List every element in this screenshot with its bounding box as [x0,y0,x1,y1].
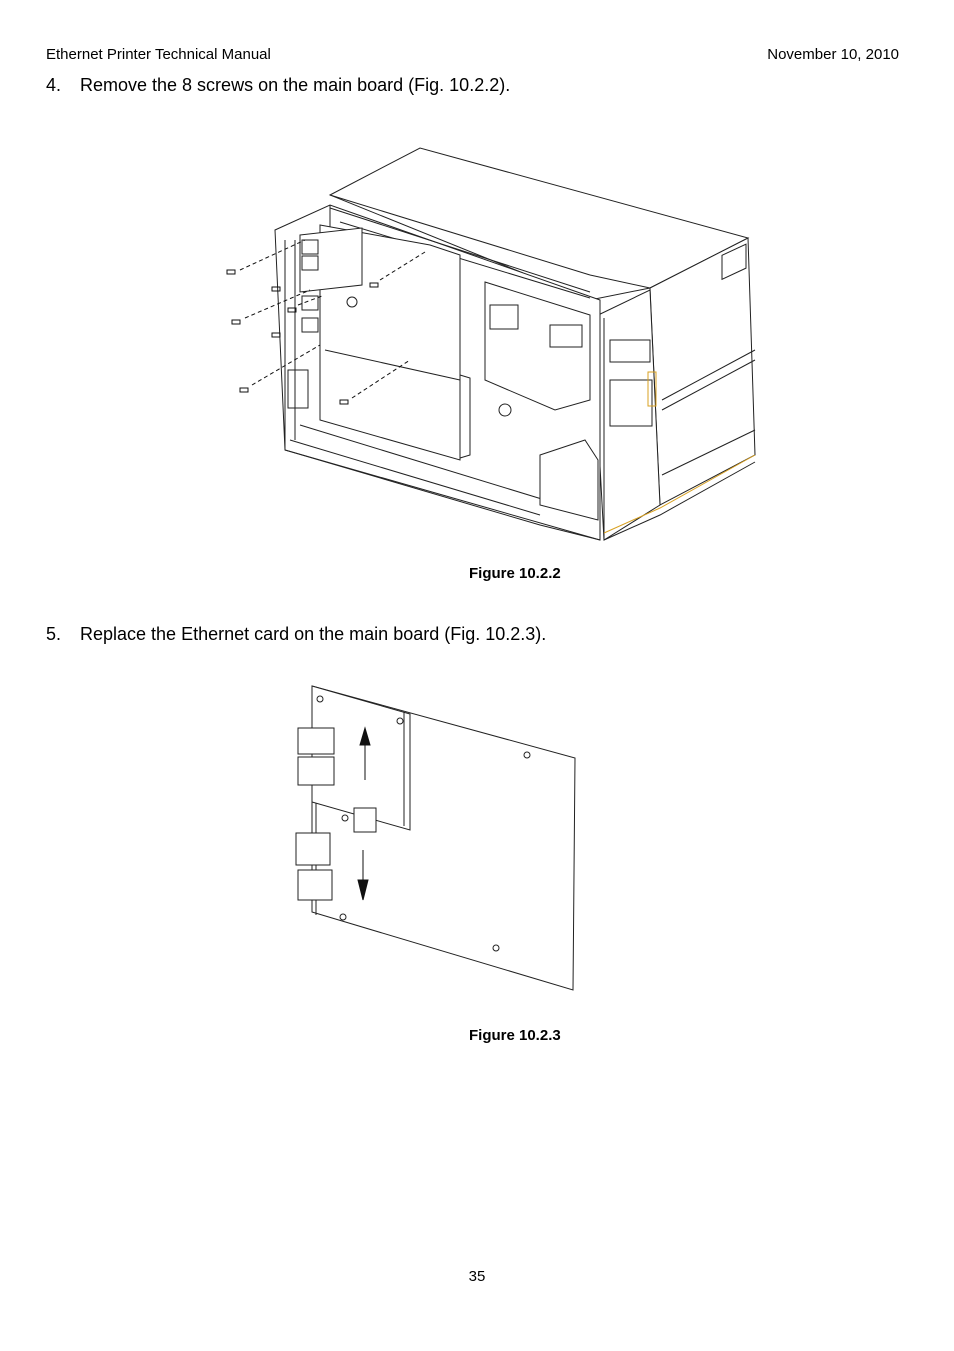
print-mechanism [485,282,590,410]
header-date: November 10, 2010 [767,46,899,63]
connector [302,256,318,270]
board-connectors [296,728,376,900]
power-socket [288,370,308,408]
mounting-holes [317,696,530,951]
header-title: Ethernet Printer Technical Manual [46,46,271,63]
control-panel-display [610,340,650,362]
side-label-area [722,244,746,279]
step-number: 4. [46,75,62,95]
direction-arrows [358,728,370,900]
control-panel-buttons [610,380,652,426]
figure-caption: Figure 10.2.2 [469,565,561,582]
screws [227,240,425,404]
figure-caption: Figure 10.2.3 [469,1027,561,1044]
connector [302,240,318,254]
step-5: 5. Replace the Ethernet card on the main … [46,624,546,645]
power-supply-box [540,440,598,520]
page-number: 35 [468,1268,486,1285]
printer-front-panel [592,290,660,540]
step-4: 4. Remove the 8 screws on the main board … [46,75,510,96]
figure-10-2-2-drawing [220,140,760,550]
ethernet-card [300,228,362,292]
step-number: 5. [46,624,62,644]
figure-10-2-3-drawing [290,680,590,1000]
step-text: Replace the Ethernet card on the main bo… [80,624,547,644]
connector [302,318,318,332]
connector [302,296,318,310]
step-text: Remove the 8 screws on the main board (F… [80,75,511,95]
